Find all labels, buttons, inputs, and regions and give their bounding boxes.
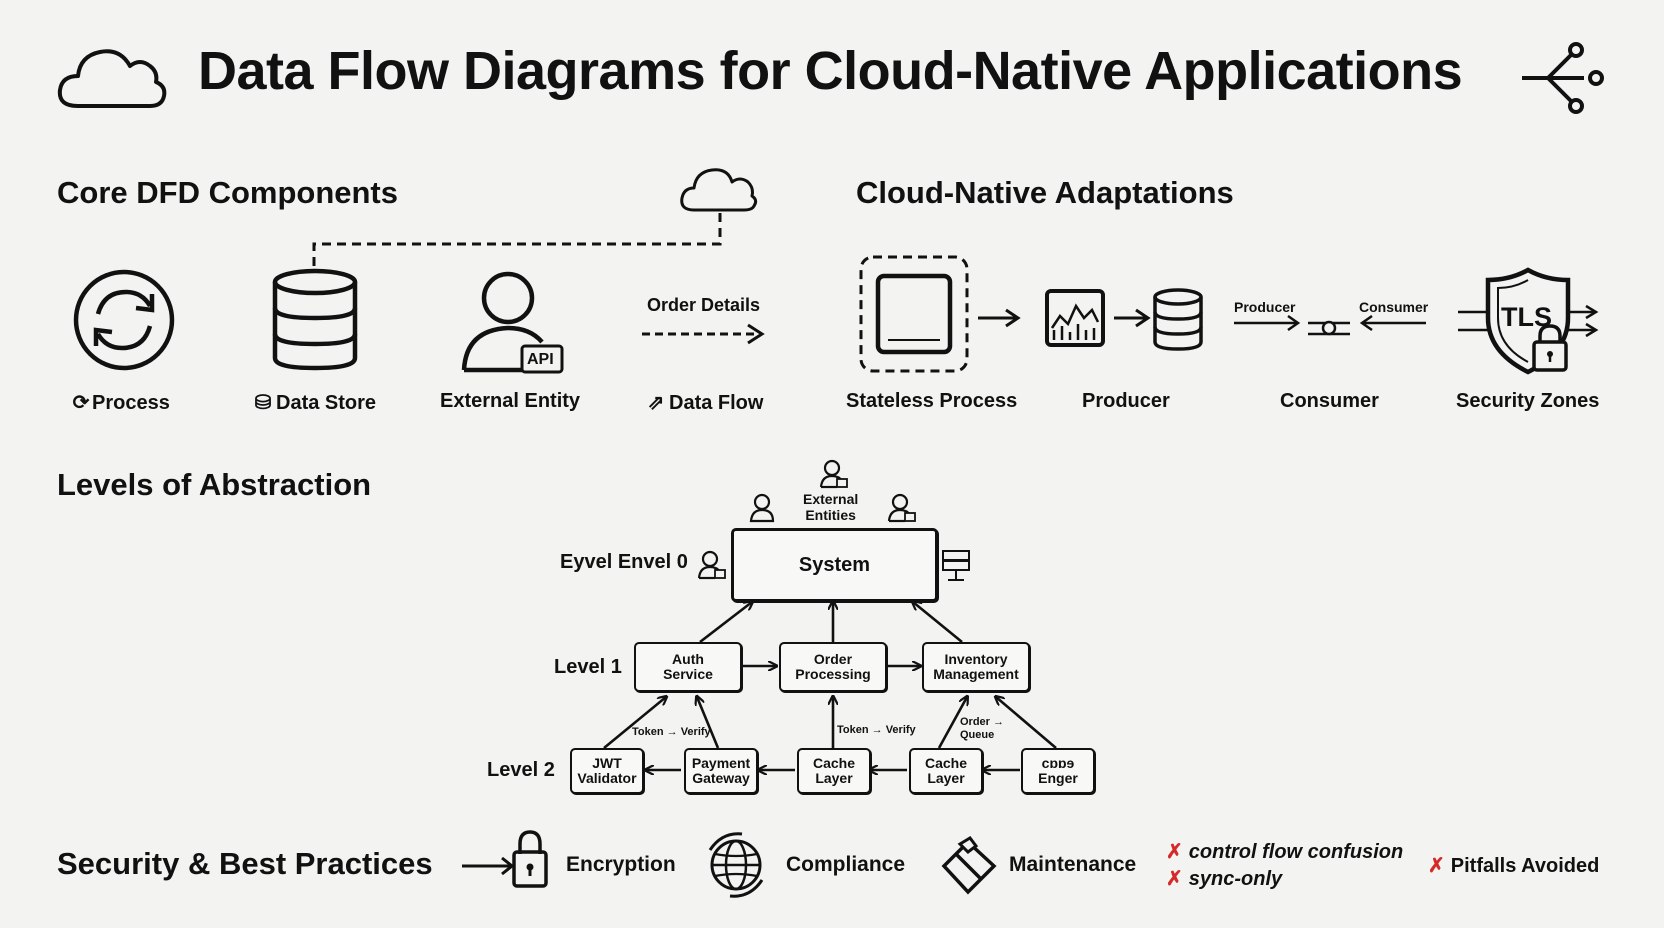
small-database-icon: ⛁	[254, 392, 272, 414]
data-store-label: ⛁Data Store	[250, 390, 376, 415]
cloud-adaptations-heading: Cloud-Native Adaptations	[856, 175, 1234, 210]
stateless-process-icon	[859, 255, 969, 373]
maintenance-label: Maintenance	[1009, 853, 1137, 876]
producer-small-label: Producer	[1234, 299, 1296, 315]
arrow-right-icon-2	[1114, 308, 1151, 328]
system-node[interactable]: System	[731, 528, 938, 602]
level0-user-icon	[697, 550, 726, 580]
level0-label: Eyvel Envel 0	[560, 551, 688, 573]
level2-node-cache-layer-2[interactable]: Cache Layer	[909, 748, 983, 794]
entity-user-icon-right	[887, 493, 916, 523]
database-icon	[272, 268, 358, 371]
cross-icon-3: ✗	[1428, 855, 1445, 877]
process-circle-icon	[73, 269, 175, 371]
arrow-right-icon	[978, 308, 1021, 328]
api-badge: API	[527, 351, 554, 368]
level2-node-payment-gateway[interactable]: Payment Gateway	[684, 748, 758, 794]
small-database-icon-2	[1153, 288, 1203, 351]
level2-label: Level 2	[487, 759, 555, 781]
cross-icon-2: ✗	[1166, 868, 1183, 890]
level2-node-cache-layer-1[interactable]: Cache Layer	[797, 748, 871, 794]
queue-icon	[1234, 314, 1426, 336]
share-nodes-icon[interactable]	[1518, 42, 1610, 114]
security-heading: Security & Best Practices	[57, 846, 433, 881]
cloud-icon	[57, 49, 167, 108]
level1-node-auth-service[interactable]: Auth Service	[634, 642, 742, 692]
wrench-icon	[941, 836, 997, 895]
level1-label: Level 1	[554, 656, 622, 678]
refresh-icon: ⟳	[72, 392, 90, 414]
external-entities-label: External Entities	[803, 491, 859, 523]
level1-node-order-processing[interactable]: Order Processing	[779, 642, 887, 692]
pitfall-control-flow: ✗control flow confusion	[1166, 841, 1404, 863]
consumer-small-label: Consumer	[1359, 299, 1429, 315]
edge-label-token-verify-1: Token → Verify	[632, 726, 711, 738]
compliance-label: Compliance	[786, 853, 906, 876]
cloud-connector-line	[312, 210, 722, 266]
level1-node-inventory-management[interactable]: Inventory Management	[922, 642, 1030, 692]
page-title: Data Flow Diagrams for Cloud-Native Appl…	[198, 41, 1463, 101]
arrow-icon: ⇗	[647, 392, 665, 414]
external-entity-label: External Entity	[440, 390, 581, 412]
stateless-process-label: Stateless Process	[846, 390, 1018, 412]
pitfalls-avoided: ✗Pitfalls Avoided	[1428, 855, 1600, 877]
pitfall-sync-only: ✗sync-only	[1166, 868, 1283, 890]
data-flow-label: ⇗Data Flow	[643, 390, 764, 415]
security-zones-label: Security Zones	[1456, 390, 1600, 412]
chart-monitor-icon	[1045, 289, 1105, 347]
arrow-lock-icon	[462, 830, 548, 888]
shield-lock-icon	[1458, 267, 1599, 375]
consumer-label: Consumer	[1280, 390, 1379, 412]
edge-label-token-verify-2: Token → Verify	[837, 724, 916, 736]
entity-user-icon-left	[749, 493, 775, 523]
user-icon	[461, 271, 564, 374]
cross-icon-1: ✗	[1166, 841, 1183, 863]
edge-label-order-queue: Order → Queue	[960, 716, 1005, 741]
level2-node-jwt-validator[interactable]: JWT Validator	[570, 748, 644, 794]
small-cloud-icon	[680, 168, 758, 212]
tls-badge: TLS	[1501, 302, 1552, 332]
level2-node-engine[interactable]: cɒɒɘ Enger	[1021, 748, 1095, 794]
core-components-heading: Core DFD Components	[57, 175, 398, 210]
levels-heading: Levels of Abstraction	[57, 467, 372, 502]
producer-label: Producer	[1082, 390, 1170, 412]
globe-icon	[708, 832, 764, 898]
server-icon	[942, 550, 970, 581]
encryption-label: Encryption	[566, 853, 676, 876]
process-label: ⟳Process	[70, 390, 170, 415]
data-flow-arrow	[642, 323, 765, 345]
entity-user-icon-top	[819, 459, 848, 489]
order-details-label: Order Details	[647, 295, 761, 315]
